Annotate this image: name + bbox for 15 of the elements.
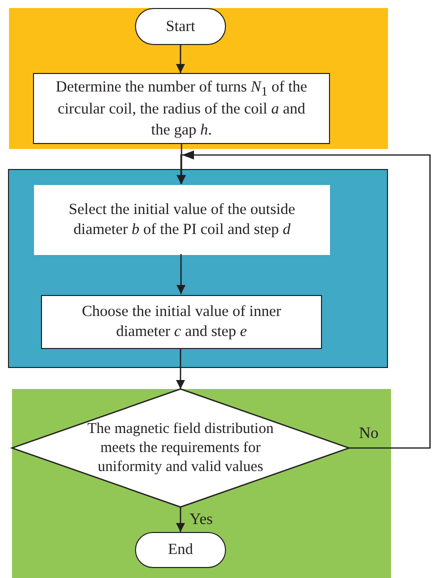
section-panel [9, 8, 388, 149]
step-text: Choose the initial value of inner diameter c and step e [80, 302, 282, 342]
step-text: Select the initial value of the outside diameter b of the PI coil and step d [68, 200, 296, 240]
terminal-label: Start [164, 16, 196, 36]
decision-diamond [12, 389, 349, 507]
section-panel [8, 169, 388, 368]
terminal-pill [135, 8, 226, 45]
terminal-label: End [167, 540, 194, 560]
terminal-pill [135, 532, 226, 568]
step-text: Determine the number of turns N$_{1}$ of the circular coil, the radius of the coil a and the gap h. [54, 76, 308, 140]
process-box [41, 295, 322, 349]
process-box [34, 185, 330, 255]
section-panel [12, 389, 391, 578]
decision-text: The magnetic field distribution meets the requirements for uniformity and valid values [86, 420, 275, 476]
process-box [33, 73, 330, 144]
